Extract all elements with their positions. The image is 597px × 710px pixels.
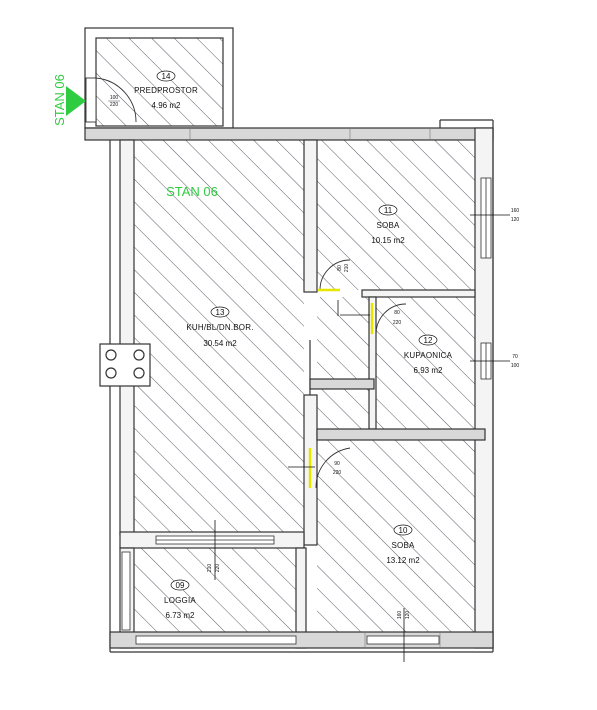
svg-text:6.93 m2: 6.93 m2 [414,366,443,375]
svg-text:80: 80 [337,265,343,271]
svg-text:210: 210 [207,564,213,573]
svg-text:PREDPROSTOR: PREDPROSTOR [134,86,198,95]
opening-tag-window-soba10: 160 120 [397,611,411,620]
room-fill-predprostor [96,38,223,126]
column-bolt [105,349,117,361]
svg-text:100: 100 [511,363,520,369]
column-bolt [105,367,117,379]
opening-tag-loggia-door: 210 220 [207,564,221,573]
wall-soba11-bottom [361,289,476,298]
svg-text:120: 120 [405,611,411,620]
wall-kitchen-right [303,139,318,293]
door-soba10-swing [315,447,351,489]
svg-text:90: 90 [334,461,340,467]
svg-text:160: 160 [511,208,520,214]
svg-text:LOGGIA: LOGGIA [164,596,196,605]
svg-text:70: 70 [512,354,518,360]
door-entrance-swing [95,77,137,123]
svg-text:220: 220 [333,470,342,476]
opening-tag-window-bath: 70 100 [511,354,520,369]
svg-text:10.15 m2: 10.15 m2 [371,236,405,245]
svg-text:09: 09 [176,581,185,590]
room-label-kitchen-living: 13 KUH/BL/DN.BOR. 30.54 m2 [186,306,253,348]
svg-text:KUPAONICA: KUPAONICA [404,351,453,360]
door-entrance-leaf [85,77,97,123]
svg-text:4.96 m2: 4.96 m2 [152,101,181,110]
leader-lines [214,214,510,662]
window-soba10-bottom [366,635,440,645]
svg-text:SOBA: SOBA [391,541,414,550]
apartment-label: STAN 06 [166,184,218,199]
wall-texture [189,128,441,648]
svg-text:80: 80 [394,310,400,316]
window-loggia-left [121,551,131,631]
entrance-arrow-icon [66,86,86,116]
svg-text:220: 220 [215,564,221,573]
wall-soba10-top [316,428,486,441]
wall-top-band [84,127,494,141]
opening-tag-door-bath: 80 220 [393,310,402,326]
room-label-soba-11: 11 SOBA 10.15 m2 [371,204,405,245]
room-label-kupaonica: 12 KUPAONICA 6.93 m2 [404,334,453,375]
room-label-predprostor: 14 PREDPROSTOR 4.96 m2 [134,70,198,110]
opening-tag-door-soba10: 90 220 [333,461,342,476]
svg-text:11: 11 [384,206,393,215]
column [99,343,151,387]
doors [85,77,407,489]
svg-text:160: 160 [397,611,403,620]
svg-text:30.54 m2: 30.54 m2 [203,339,237,348]
room-fill-corridor [317,297,374,379]
door-bath-swing [375,303,407,335]
room-label-soba-10: 10 SOBA 13.12 m2 [386,524,420,565]
room-fill-corridor-lower [317,389,374,432]
column-bolt [133,349,145,361]
column-bolt [133,367,145,379]
svg-text:13.12 m2: 13.12 m2 [386,556,420,565]
svg-text:210: 210 [344,264,350,273]
room-fill-kitchen-living [134,140,304,532]
svg-text:12: 12 [424,336,433,345]
svg-text:14: 14 [162,72,171,81]
svg-text:120: 120 [511,217,520,223]
room-fill-soba-10 [317,440,475,632]
door-soba11-swing [319,259,351,291]
opening-tag-window-soba11: 160 120 [511,208,520,223]
wall-left-outer [119,139,135,536]
svg-text:KUH/BL/DN.BOR.: KUH/BL/DN.BOR. [186,323,253,332]
svg-text:10: 10 [399,526,408,535]
svg-text:100: 100 [110,95,119,101]
svg-text:220: 220 [393,320,402,326]
svg-text:6.73 m2: 6.73 m2 [166,611,195,620]
wall-corridor-bottom [309,378,375,390]
entrance-label: STAN 06 [52,74,67,126]
room-fill-soba-11 [317,140,475,290]
svg-text:SOBA: SOBA [376,221,399,230]
svg-text:220: 220 [110,102,119,108]
opening-tag-entrance: 100 220 [108,95,120,108]
room-fill-kupaonica [374,297,475,429]
room-fills [96,38,475,632]
svg-text:13: 13 [216,308,225,317]
window-loggia-bottom [135,635,297,645]
labels: STAN 06 STAN 06 14 PREDPROSTOR 4.96 m2 1… [52,70,520,620]
opening-tag-door-soba11: 80 210 [337,264,350,273]
room-label-loggia: 09 LOGGIA 6.73 m2 [164,579,196,620]
